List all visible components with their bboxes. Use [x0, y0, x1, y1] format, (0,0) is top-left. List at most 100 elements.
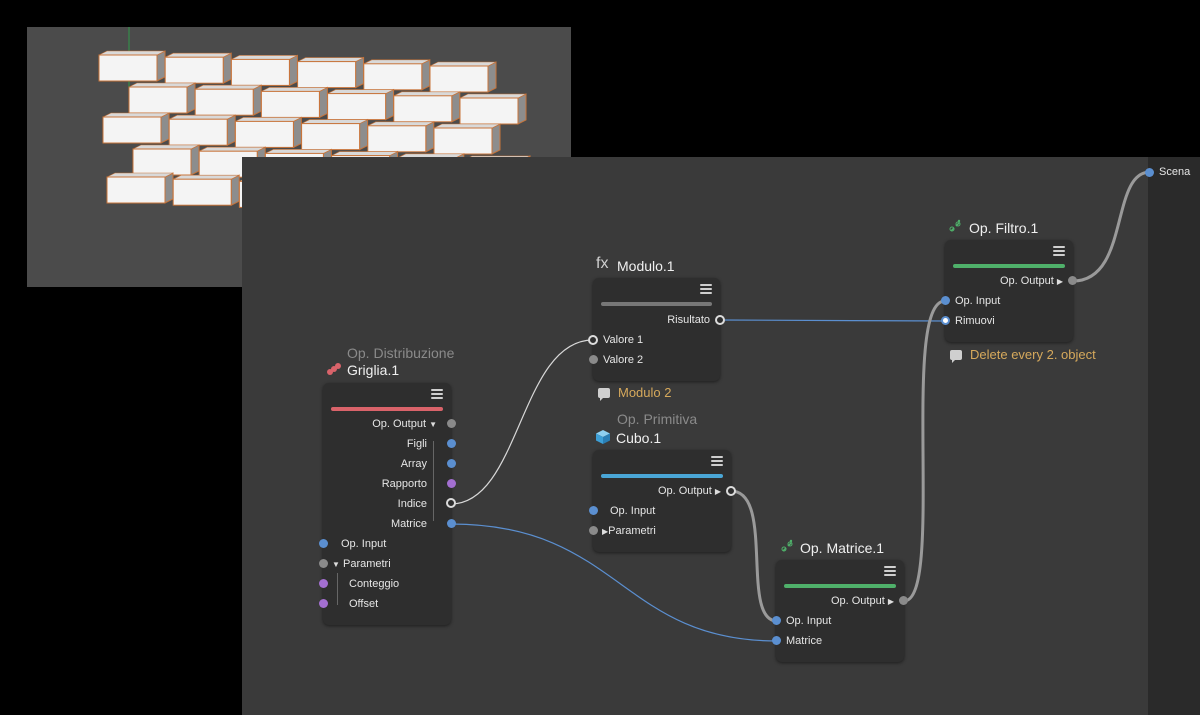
port-label-valore-1: Valore 1: [603, 334, 644, 346]
brick: [172, 174, 240, 207]
menu-icon[interactable]: [700, 284, 712, 295]
modulo-note[interactable]: Modulo 2: [618, 385, 672, 400]
distribution-icon: [326, 362, 342, 381]
port-op-output[interactable]: [726, 486, 736, 496]
port-label-indice: Indice: [397, 498, 427, 510]
port-label-op-output: Op. Output ▶: [657, 485, 721, 497]
modulo-color-bar: [601, 302, 712, 306]
menu-icon[interactable]: [711, 456, 723, 467]
scene-label: Scena: [1159, 166, 1191, 178]
port-indice[interactable]: [446, 498, 456, 508]
port-label-rimuovi: Rimuovi: [955, 315, 995, 327]
port-label-array: Array: [400, 458, 427, 470]
wire-cubo-matrice-input[interactable]: [730, 489, 778, 623]
filtro-note[interactable]: Delete every 2. object: [970, 347, 1096, 362]
port-figli[interactable]: [447, 439, 456, 448]
tree-line: [337, 573, 338, 605]
brick: [106, 172, 174, 204]
cubo-category: Op. Primitiva: [617, 411, 698, 427]
port-label-op-output: Op. Output ▶: [999, 275, 1063, 287]
port-label-parametri: ▶Parametri: [602, 525, 656, 537]
menu-icon[interactable]: [431, 389, 443, 400]
wire-matrice-filtro-input[interactable]: [903, 299, 946, 603]
cubo-node[interactable]: Op. Output ▶ Op. Input ▶Parametri: [593, 450, 731, 552]
port-valore-2[interactable]: [589, 355, 598, 364]
port-parametri[interactable]: [319, 559, 328, 568]
filtro-color-bar: [953, 264, 1065, 268]
port-parametri[interactable]: [589, 526, 598, 535]
port-op-input[interactable]: [772, 616, 781, 625]
griglia-category: Op. Distribuzione: [347, 345, 455, 361]
griglia-color-bar: [331, 407, 443, 411]
port-label-op-input: Op. Input: [610, 505, 656, 517]
cube-icon: [595, 429, 611, 450]
griglia-node[interactable]: Op. Output ▼ Figli Array Rapporto Indice…: [323, 383, 451, 625]
matrice-node[interactable]: Op. Output ▶ Op. Input Matrice: [776, 560, 904, 662]
comment-icon: [598, 388, 610, 401]
matrice-title[interactable]: Op. Matrice.1: [800, 540, 885, 556]
port-label-matrice: Matrice: [786, 635, 823, 647]
matrice-color-bar: [784, 584, 896, 588]
wire-filtro-scena[interactable]: [1072, 170, 1151, 283]
fx-icon: fx: [596, 255, 609, 272]
port-label-op-input: Op. Input: [341, 538, 387, 550]
port-offset[interactable]: [319, 599, 328, 608]
port-op-input[interactable]: [941, 296, 950, 305]
brick: [363, 58, 431, 91]
port-rimuovi[interactable]: [941, 316, 950, 325]
port-label-risultato: Risultato: [667, 314, 710, 326]
port-label-valore-2: Valore 2: [603, 354, 644, 366]
brick: [297, 56, 365, 89]
port-rapporto[interactable]: [447, 479, 456, 488]
port-scena[interactable]: [1145, 168, 1154, 177]
tree-line: [433, 441, 434, 521]
port-array[interactable]: [447, 459, 456, 468]
brick: [132, 144, 200, 176]
griglia-title[interactable]: Griglia.1: [347, 362, 400, 378]
port-label-rapporto: Rapporto: [381, 478, 427, 490]
port-op-output[interactable]: [899, 596, 908, 605]
brick: [230, 54, 298, 87]
filtro-node[interactable]: Op. Output ▶ Op. Input Rimuovi: [945, 240, 1073, 342]
port-matrice[interactable]: [772, 636, 781, 645]
port-label-op-input: Op. Input: [786, 615, 832, 627]
filter-op-icon: [948, 219, 962, 238]
wire-indice-valore1[interactable]: [450, 339, 594, 505]
menu-icon[interactable]: [1053, 246, 1065, 257]
port-label-op-output: Op. Output ▶: [830, 595, 894, 607]
brick: [168, 114, 236, 147]
brick: [301, 118, 369, 151]
cubo-title[interactable]: Cubo.1: [616, 430, 662, 446]
modulo-title[interactable]: Modulo.1: [617, 258, 675, 274]
port-conteggio[interactable]: [319, 579, 328, 588]
port-label-figli: Figli: [406, 438, 427, 450]
port-op-input[interactable]: [589, 506, 598, 515]
port-valore-1[interactable]: [588, 335, 598, 345]
port-op-output[interactable]: [447, 419, 456, 428]
brick: [194, 84, 262, 117]
matrix-op-icon: [780, 539, 794, 558]
brick: [327, 88, 395, 121]
brick: [164, 52, 232, 85]
scene-panel: [1148, 157, 1200, 715]
wire-risultato-rimuovi[interactable]: [719, 319, 946, 322]
brick: [393, 90, 461, 123]
port-label-op-output: Op. Output ▼: [372, 418, 437, 430]
brick: [433, 123, 501, 155]
port-label-parametri: ▼ Parametri: [332, 558, 391, 570]
modulo-node[interactable]: Risultato Valore 1 Valore 2: [593, 278, 720, 381]
menu-icon[interactable]: [884, 566, 896, 577]
port-op-output[interactable]: [1068, 276, 1077, 285]
port-matrice[interactable]: [447, 519, 456, 528]
brick: [429, 61, 497, 93]
filtro-title[interactable]: Op. Filtro.1: [969, 220, 1039, 236]
comment-icon: [950, 350, 962, 363]
port-op-input[interactable]: [319, 539, 328, 548]
port-label-matrice: Matrice: [390, 518, 427, 530]
brick: [98, 50, 166, 82]
port-label-conteggio: Conteggio: [349, 578, 400, 590]
port-label-op-input: Op. Input: [955, 295, 1001, 307]
wire-matrice-matrice[interactable]: [450, 523, 778, 642]
port-risultato[interactable]: [715, 315, 725, 325]
